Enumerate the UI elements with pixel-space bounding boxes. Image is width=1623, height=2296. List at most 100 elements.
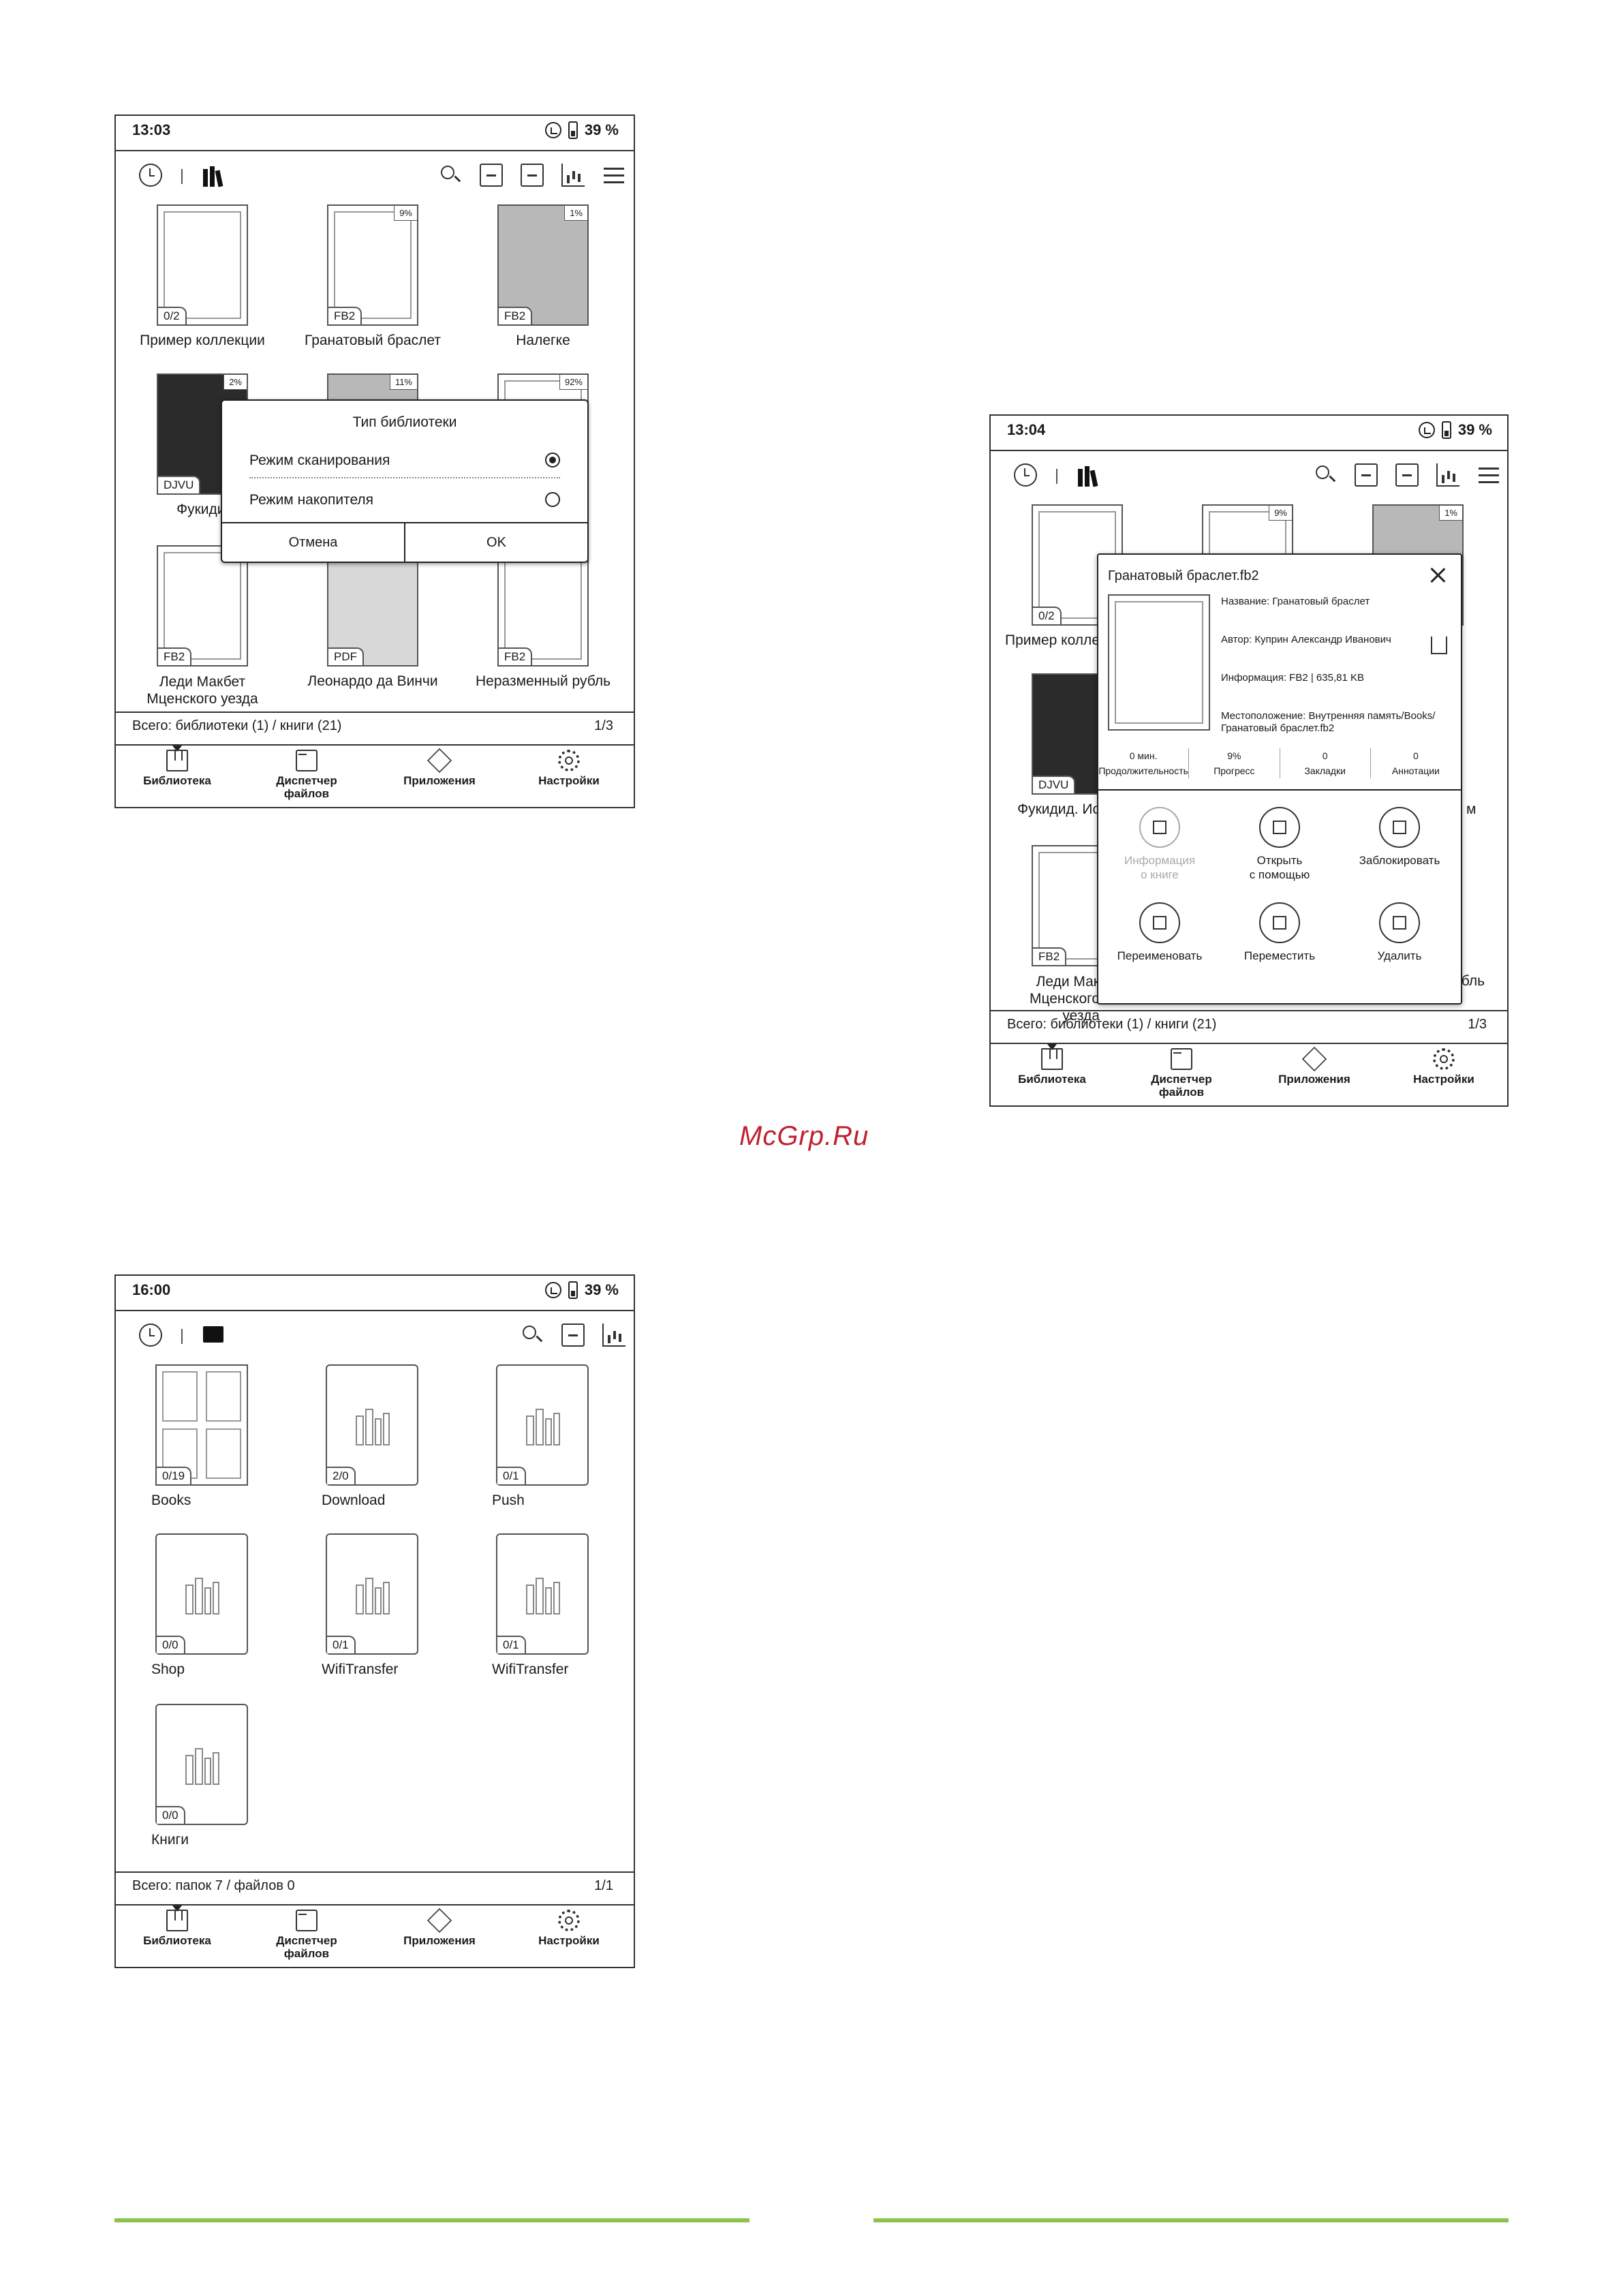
add-collection-icon[interactable] xyxy=(1355,463,1378,487)
nav-apps[interactable]: Приложения xyxy=(382,748,497,787)
status-bar: 16:00 39 % xyxy=(116,1276,634,1311)
option-label: Режим накопителя xyxy=(249,492,374,508)
rename-button[interactable]: Переименовать xyxy=(1098,902,1221,963)
book-info-button: Информация о книге xyxy=(1098,807,1221,882)
recent-clock-icon[interactable] xyxy=(139,164,162,187)
nav-library[interactable]: Библиотека xyxy=(119,1905,235,1947)
view-mode-icon[interactable] xyxy=(1477,463,1500,487)
view-mode-icon[interactable] xyxy=(602,164,625,187)
bookshelf-icon xyxy=(352,1574,392,1614)
book-cover[interactable]: FB2 xyxy=(497,545,589,667)
battery-level: 39 % xyxy=(584,121,619,138)
ok-button[interactable]: OK xyxy=(404,523,587,562)
toolbar-divider xyxy=(181,169,183,184)
nav-files[interactable]: Диспетчер файлов xyxy=(1124,1048,1239,1099)
folder-count-badge: 0/1 xyxy=(497,1467,526,1484)
folder-thumbnail[interactable]: 0/1 xyxy=(326,1533,418,1655)
option-storage-mode[interactable]: Режим накопителя xyxy=(249,492,560,517)
search-icon[interactable] xyxy=(521,1323,544,1347)
nav-apps[interactable]: Приложения xyxy=(1256,1046,1372,1086)
reading-stats-icon[interactable] xyxy=(561,164,585,187)
search-icon[interactable] xyxy=(1314,463,1337,487)
library-summary: Всего: библиотеки (1) / книги (21) xyxy=(1007,1017,1217,1032)
watermark-text: McGrp.Ru xyxy=(739,1121,869,1151)
stat-duration: 0 мин.Продолжительность xyxy=(1098,750,1188,776)
status-time: 13:04 xyxy=(1007,421,1046,438)
book-format-badge: 0/2 xyxy=(1033,607,1062,624)
book-cover[interactable]: 9%FB2 xyxy=(327,204,418,326)
nav-library[interactable]: Библиотека xyxy=(119,746,235,787)
book-format-badge: FB2 xyxy=(499,647,533,665)
nav-files[interactable]: Диспетчер файлов xyxy=(249,750,365,800)
book-author: Автор: Куприн Александр Иванович xyxy=(1221,634,1391,645)
sync-icon xyxy=(544,1282,561,1298)
delete-button[interactable]: Удалить xyxy=(1338,902,1461,963)
book-title: Гранатовый браслет xyxy=(305,333,441,348)
progress-corner: 1% xyxy=(1439,506,1462,521)
move-icon xyxy=(1259,902,1300,943)
nav-apps[interactable]: Приложения xyxy=(382,1908,497,1947)
list-view-icon[interactable] xyxy=(561,1323,585,1347)
book-name: Название: Гранатовый браслет xyxy=(1221,596,1370,607)
reading-stats-icon[interactable] xyxy=(602,1323,625,1347)
book-title: Леди Мак Мценского уезда xyxy=(1029,974,1100,1024)
book-location-file: Гранатовый браслет.fb2 xyxy=(1221,722,1335,734)
search-icon[interactable] xyxy=(439,164,462,187)
book-cover[interactable]: 0/2 xyxy=(157,204,248,326)
book-title: Неразменный рубль xyxy=(475,673,611,689)
cancel-button[interactable]: Отмена xyxy=(288,535,338,550)
nav-library[interactable]: Библиотека xyxy=(994,1044,1110,1086)
library-books-icon[interactable] xyxy=(203,164,226,187)
library-books-icon[interactable] xyxy=(1078,463,1101,487)
nav-files[interactable]: Диспетчер файлов xyxy=(249,1910,365,1960)
book-cover[interactable]: 1%FB2 xyxy=(497,204,589,326)
folder-thumbnail[interactable]: 0/0 xyxy=(155,1704,248,1825)
sync-icon xyxy=(1418,422,1435,438)
active-indicator xyxy=(172,746,182,752)
book-cover[interactable]: FB2 xyxy=(157,545,248,667)
nav-settings[interactable]: Настройки xyxy=(511,750,627,787)
reading-stats-icon[interactable] xyxy=(1436,463,1459,487)
book-cover[interactable]: PDF xyxy=(327,545,418,667)
nav-label: Настройки xyxy=(538,1934,600,1947)
open-with-icon xyxy=(1259,807,1300,848)
gear-icon xyxy=(1433,1048,1455,1070)
move-button[interactable]: Переместить xyxy=(1218,902,1341,963)
recent-clock-icon[interactable] xyxy=(139,1323,162,1347)
folder-summary: Всего: папок 7 / файлов 0 xyxy=(132,1878,295,1893)
status-time: 13:03 xyxy=(132,121,171,138)
sync-icon xyxy=(544,122,561,138)
page-indicator: 1/3 xyxy=(594,718,613,733)
add-collection-icon[interactable] xyxy=(480,164,503,187)
book-format-badge: 0/2 xyxy=(158,307,187,324)
book-info-panel: Гранатовый браслет.fb2 Название: Гранато… xyxy=(1097,553,1462,1005)
toolbar-divider xyxy=(1056,469,1057,484)
page-indicator: 1/1 xyxy=(594,1878,613,1893)
folder-icon[interactable] xyxy=(203,1326,223,1343)
recent-clock-icon[interactable] xyxy=(1014,463,1037,487)
footer-rule-left xyxy=(114,2218,749,2222)
book-info-icon xyxy=(1139,807,1180,848)
radio-selected[interactable] xyxy=(545,453,560,468)
open-with-button[interactable]: Открыть с помощью xyxy=(1218,807,1341,882)
folder-thumbnail[interactable]: 0/1 xyxy=(496,1364,589,1486)
status-bar: 13:03 39 % xyxy=(116,116,634,151)
status-bar: 13:04 39 % xyxy=(991,416,1507,451)
option-scan-mode[interactable]: Режим сканирования xyxy=(249,453,560,478)
folder-thumbnail[interactable]: 2/0 xyxy=(326,1364,418,1486)
radio-unselected[interactable] xyxy=(545,492,560,507)
book-title: Пример колле xyxy=(1005,632,1100,648)
toolbar xyxy=(116,150,634,199)
nav-settings[interactable]: Настройки xyxy=(511,1910,627,1947)
clean-brush-icon[interactable] xyxy=(1431,637,1447,654)
battery-icon xyxy=(568,1281,578,1299)
close-icon[interactable] xyxy=(1428,566,1447,585)
folder-thumbnail[interactable]: 0/1 xyxy=(496,1533,589,1655)
folder-thumbnail[interactable]: 0/0 xyxy=(155,1533,248,1655)
lock-button[interactable]: Заблокировать xyxy=(1338,807,1461,868)
multi-select-icon[interactable] xyxy=(521,164,544,187)
multi-select-icon[interactable] xyxy=(1395,463,1419,487)
nav-settings[interactable]: Настройки xyxy=(1386,1048,1502,1086)
folder-thumbnail[interactable]: 0/19 xyxy=(155,1364,248,1486)
